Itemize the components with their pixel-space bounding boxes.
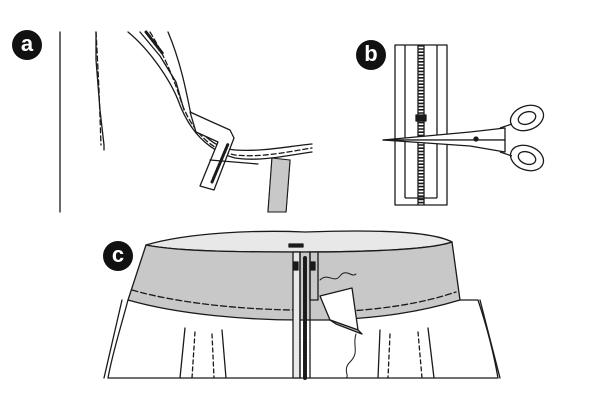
thread-squiggle-top: [319, 272, 357, 281]
side-seam-left: [103, 299, 123, 379]
lower-edge: [209, 159, 259, 165]
folded-tape-end: [189, 111, 235, 191]
zipper-tape: [139, 31, 185, 111]
panel-b-illustration: [382, 44, 545, 206]
waist-stitch-line: [149, 31, 313, 157]
folded-tape-teeth: [210, 142, 230, 184]
pleat-stitch-lines: [191, 331, 423, 379]
zipper-stop: [415, 114, 427, 122]
panel-label-c: c: [103, 241, 133, 271]
waistband-hook: [288, 243, 304, 248]
panel-label-b: b: [356, 40, 386, 70]
zipper-teeth: [144, 30, 165, 56]
zipper-pull-mid: [310, 261, 316, 271]
waistband-stitch: [131, 289, 457, 313]
side-seam-right: [479, 299, 501, 379]
pleat-lines: [179, 327, 435, 379]
seam-strip-fill: [267, 157, 291, 213]
panel-c-illustration: [103, 230, 501, 380]
facing-flap-shadow: [329, 319, 363, 335]
panel-a-illustration: [59, 30, 313, 213]
center-overlap: [309, 251, 319, 301]
thread-tail: [345, 333, 357, 379]
center-opening: [292, 251, 301, 379]
scissors-icon: [382, 104, 545, 172]
zipper-pull-top: [293, 261, 299, 271]
panel-label-a: a: [12, 30, 42, 60]
waist-curve-inner: [167, 31, 313, 152]
garment-edge: [95, 31, 105, 151]
